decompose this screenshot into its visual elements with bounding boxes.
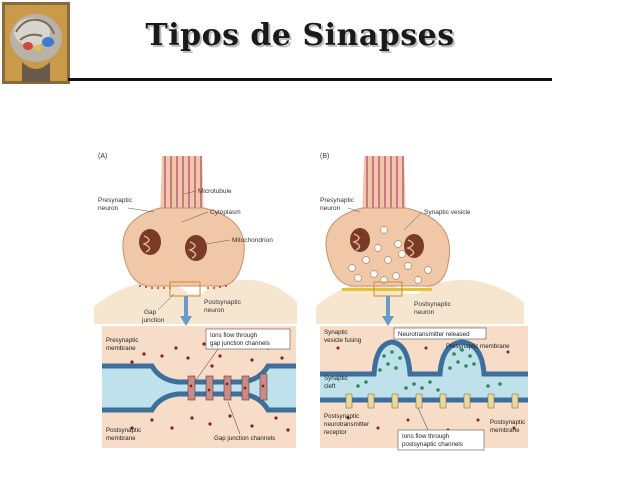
label-presynaptic-membrane-b: Presynaptic membrane <box>446 343 510 350</box>
panel-a-letter: (A) <box>98 153 107 160</box>
label-postsynaptic-membrane-a-1: Postsynaptic <box>106 427 141 434</box>
label-gap-junction-a-2: junction <box>141 317 165 324</box>
label-postsynaptic-receptor-b-2: neurotransmitter <box>324 421 369 428</box>
label-microtubule-a: Microtubule <box>198 188 232 195</box>
label-ions-flow-b-1: Ions flow through <box>402 433 450 440</box>
label-synaptic-vesicle-b: Synaptic vesicle <box>424 209 471 216</box>
label-mitochondrion-a: Mitochondrion <box>232 237 273 244</box>
logo-brain-image <box>2 2 70 84</box>
label-presynaptic-neuron-a-2: neuron <box>98 205 119 212</box>
mitochondrion-a2 <box>185 235 207 261</box>
label-synaptic-cleft-b-1: Synaptic <box>324 375 348 382</box>
label-gap-junction-a-1: Gap <box>144 309 157 316</box>
postsynaptic-density-b <box>342 288 432 291</box>
label-postsynaptic-neuron-b-1: Postsynaptic <box>414 301 452 308</box>
panel-b-letter: (B) <box>320 153 329 160</box>
zoom-view-a: Ions flow through gap junction channels … <box>102 326 296 448</box>
label-presynaptic-neuron-b-2: neuron <box>320 205 341 212</box>
label-postsynaptic-membrane-a-2: membrane <box>106 435 136 442</box>
label-synaptic-vesicle-fusing-b-2: vesicle fusing <box>324 337 362 344</box>
synapse-figure: (A) Presynaptic neuron Microtubule Cytop… <box>92 148 552 458</box>
label-synaptic-cleft-b-2: cleft <box>324 383 336 390</box>
label-ions-flow-b-2: postsynaptic channels <box>402 441 463 448</box>
label-neurotransmitter-released-b: Neurotransmitter released <box>398 331 470 338</box>
label-postsynaptic-neuron-a-1: Postsynaptic <box>204 299 242 306</box>
label-presynaptic-neuron-a-1: Presynaptic <box>98 197 133 204</box>
panel-b: (B) Presynaptic neuron Synaptic vesicle … <box>316 153 528 450</box>
label-presynaptic-membrane-a-2: membrane <box>106 345 136 352</box>
mitochondrion-a1 <box>139 229 161 255</box>
label-postsynaptic-membrane-b-2: membrane <box>490 427 520 434</box>
zoom-view-b: Neurotransmitter released Synaptic vesic… <box>320 326 528 450</box>
label-presynaptic-membrane-a-1: Presynaptic <box>106 337 138 344</box>
mitochondrion-b1 <box>350 228 370 252</box>
title-divider <box>68 78 552 81</box>
label-postsynaptic-neuron-b-2: neuron <box>414 309 435 316</box>
label-ions-flow-a-2: gap junction channels <box>210 340 270 347</box>
label-presynaptic-neuron-b-1: Presynaptic <box>320 197 355 204</box>
slide-title: Tipos de Sinapses <box>100 18 500 53</box>
label-postsynaptic-receptor-b-3: receptor <box>324 429 347 436</box>
label-cytoplasm-a: Cytoplasm <box>210 209 241 216</box>
terminal-bouton-b <box>326 208 450 286</box>
label-synaptic-vesicle-fusing-b-1: Synaptic <box>324 329 348 336</box>
mitochondrion-b2 <box>404 234 424 258</box>
label-postsynaptic-neuron-a-2: neuron <box>204 307 225 314</box>
label-gap-junction-channels-a: Gap junction channels <box>214 435 275 442</box>
label-ions-flow-a-1: Ions flow through <box>210 332 258 339</box>
label-postsynaptic-membrane-b-1: Postsynaptic <box>490 419 525 426</box>
panel-a: (A) Presynaptic neuron Microtubule Cytop… <box>94 153 297 448</box>
label-postsynaptic-receptor-b-1: Postsynaptic <box>324 413 359 420</box>
